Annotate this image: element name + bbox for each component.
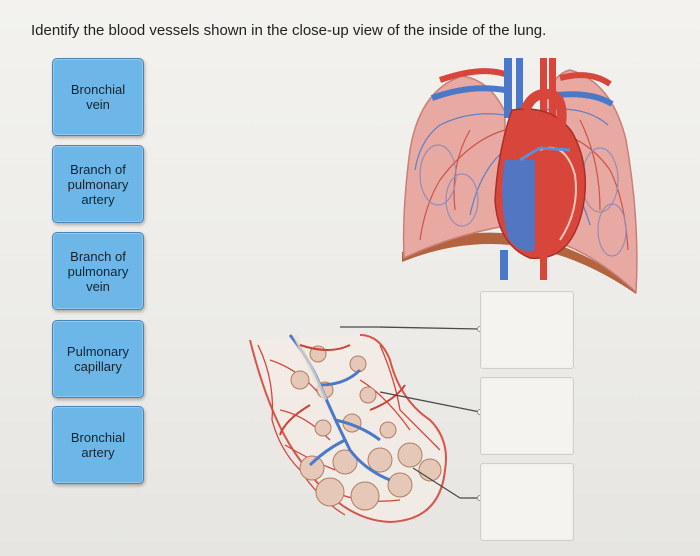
question-text: Identify the blood vessels shown in the …: [31, 22, 547, 39]
drop-target-2[interactable]: [480, 377, 574, 455]
drop-target-1[interactable]: [480, 291, 574, 369]
tile-label: Branch of pulmonary vein: [67, 248, 129, 294]
tile-branch-of-pulmonary-artery[interactable]: Branch of pulmonary artery: [52, 145, 144, 223]
tile-bronchial-vein[interactable]: Bronchial vein: [52, 58, 144, 136]
tile-pulmonary-capillary[interactable]: Pulmonary capillary: [52, 320, 144, 398]
tile-bronchial-artery[interactable]: Bronchial artery: [52, 406, 144, 484]
drop-target-3[interactable]: [480, 463, 574, 541]
tile-label: Bronchial artery: [70, 430, 126, 460]
left-lung: [402, 75, 506, 260]
tile-label: Pulmonary capillary: [66, 344, 130, 374]
tile-branch-of-pulmonary-vein[interactable]: Branch of pulmonary vein: [52, 232, 144, 310]
tile-label: Branch of pulmonary artery: [67, 161, 129, 207]
tile-label: Bronchial vein: [70, 82, 126, 112]
